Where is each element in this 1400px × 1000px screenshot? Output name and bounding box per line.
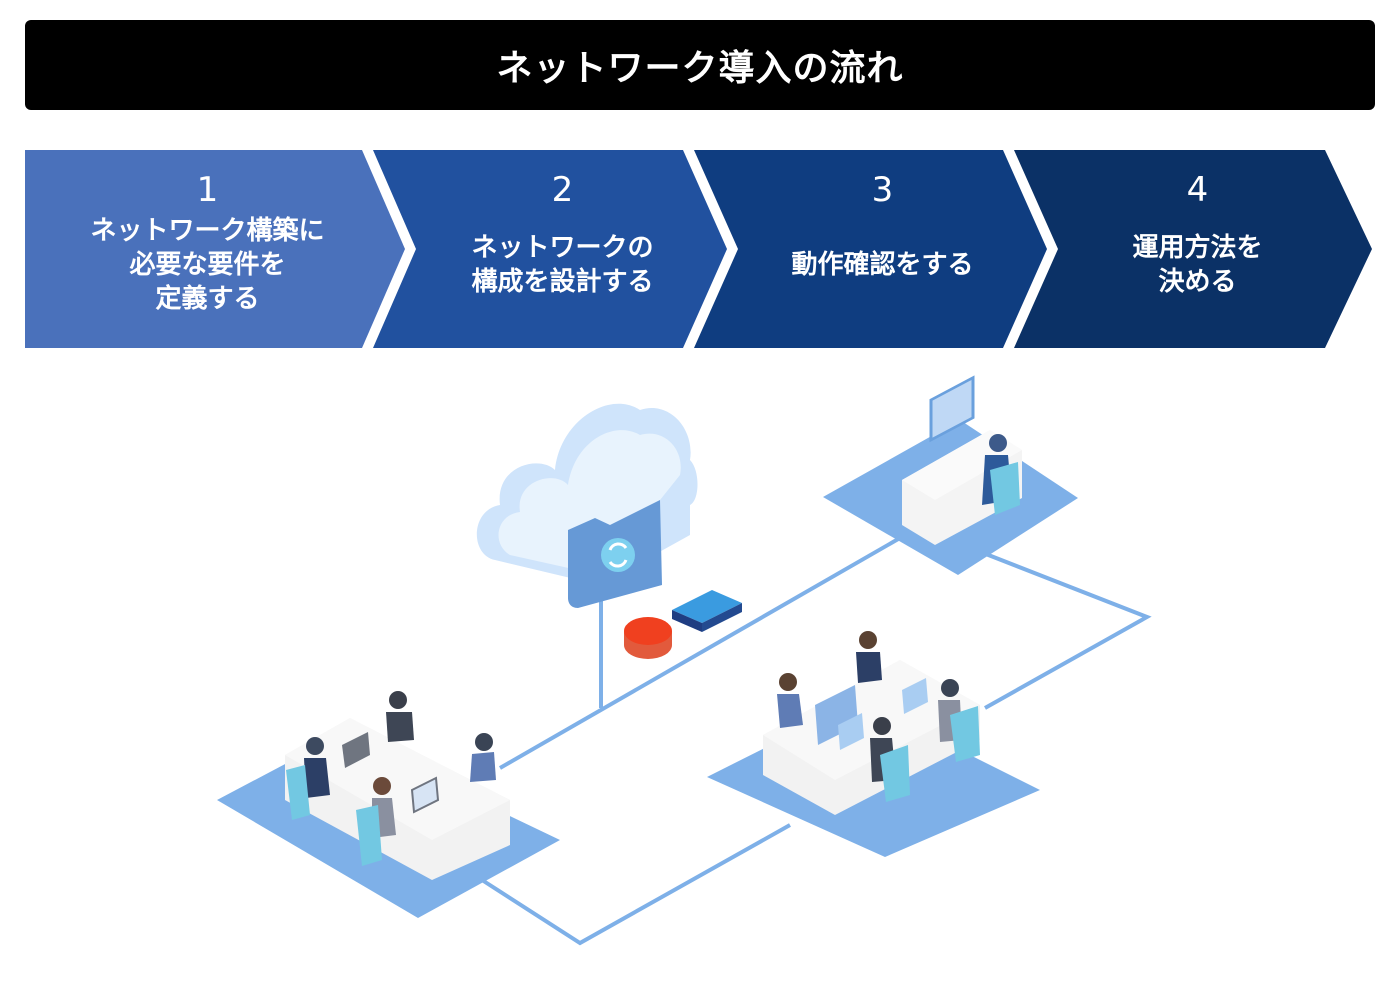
laptop: [410, 776, 440, 814]
office-single-desk: [823, 375, 1078, 575]
person-head: [373, 777, 391, 795]
step-4-arrow: [1014, 150, 1372, 348]
step-2-number: 2: [551, 170, 574, 210]
step-4: 4 運用方法を 決める: [1045, 150, 1350, 348]
step-3: 3 動作確認をする: [725, 150, 1040, 348]
office-team-right: [707, 631, 1040, 857]
network-lines: [480, 536, 1152, 946]
laptop: [342, 732, 370, 768]
line-left-to-right: [480, 823, 791, 946]
network-devices: [624, 590, 742, 659]
step-3-arrow: [694, 150, 1047, 348]
step-1: 1 ネットワーク構築に 必要な要件を 定義する: [30, 150, 385, 348]
person-head: [941, 679, 959, 697]
line-top-to-right: [949, 538, 1152, 710]
office-chair: [990, 462, 1020, 515]
cloud-storage: [476, 403, 698, 608]
office-chair: [950, 706, 980, 762]
laptop: [902, 678, 928, 714]
step-4-number: 4: [1186, 170, 1209, 210]
step-4-label: 運用方法を 決める: [1132, 233, 1263, 297]
office-chair: [286, 765, 310, 820]
monitor: [929, 375, 975, 443]
person-head: [989, 434, 1007, 452]
step-1-arrow: [25, 150, 405, 348]
page-title: ネットワーク導入の流れ: [496, 48, 904, 89]
line-left-to-top: [499, 536, 901, 770]
switch-icon: [672, 590, 742, 623]
laptop: [838, 713, 864, 750]
person-head: [306, 737, 324, 755]
person-head: [389, 691, 407, 709]
step-3-label: 動作確認をする: [791, 250, 974, 280]
office-chair: [880, 745, 910, 802]
person-head: [779, 673, 797, 691]
person-head: [873, 717, 891, 735]
step-2-label: ネットワークの 構成を設計する: [471, 233, 654, 297]
person-head: [475, 733, 493, 751]
office-team-left: [217, 691, 560, 918]
step-1-label: ネットワーク構築に 必要な要件を 定義する: [90, 216, 325, 314]
title-bar: ネットワーク導入の流れ: [25, 20, 1375, 110]
step-2-arrow: [373, 150, 727, 348]
process-steps: [25, 150, 1372, 348]
step-1-number: 1: [196, 170, 219, 210]
step-3-number: 3: [871, 170, 894, 210]
step-2: 2 ネットワークの 構成を設計する: [405, 150, 720, 348]
office-chair: [356, 805, 382, 866]
person-head: [859, 631, 877, 649]
